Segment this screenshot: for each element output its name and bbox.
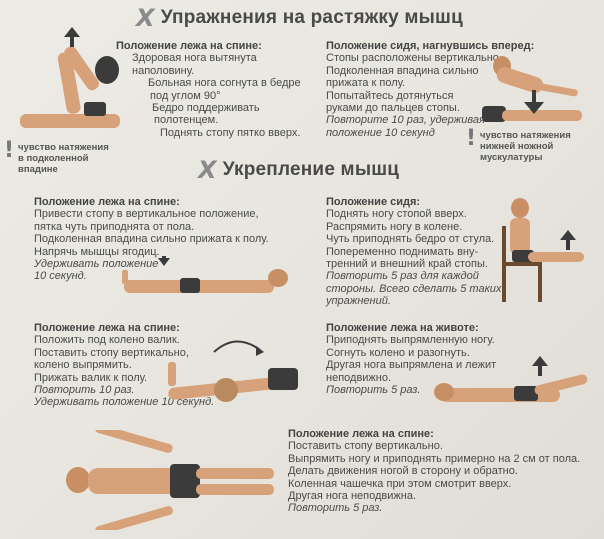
strength3-italic: Повторить 10 раз. <box>34 384 135 397</box>
strength5-line: Коленная чашечка при этом смотрит вверх. <box>288 477 512 490</box>
strength4-line: неподвижно. <box>326 371 392 384</box>
strength5-line: Делать движения ногой в сторону и обратн… <box>288 465 518 478</box>
strength3-line: Положить под колено валик. <box>34 334 180 347</box>
stretch1-line: Бедро поддерживать <box>152 102 260 115</box>
strength2-line: Поднять ногу стопой вверх. <box>326 208 467 221</box>
x-icon: X <box>136 4 155 32</box>
strength5-figure <box>66 430 274 530</box>
stretch2-line: Подколенная впадина сильно <box>326 64 479 77</box>
strength5-line: Поставить стопу вертикально. <box>288 440 443 453</box>
stretch1-warn-line: в подколенной <box>18 153 89 164</box>
stretch1-line: Больная нога согнута в бедре <box>148 77 301 90</box>
stretch2-italic: положение 10 секунд <box>326 126 435 139</box>
strength2-italic: Повторить 5 раз для каждой <box>326 270 479 283</box>
x-icon: X <box>198 156 217 184</box>
stretch2-text: Положение сидя, нагнувшись вперед: Стопы… <box>326 40 534 139</box>
strength3-figure <box>168 340 298 402</box>
stretch-title-text: Упражнения на растяжку мышц <box>160 7 463 28</box>
strength1-text: Положение лежа на спине: Привести стопу … <box>34 196 269 283</box>
strength1-figure <box>122 256 288 293</box>
strength4-line: Приподнять выпрямленную ногу. <box>326 334 495 347</box>
strength4-line: Другая нога выпрямлена и лежит <box>326 359 497 372</box>
strength1-line: Подколенная впадина сильно прижата к пол… <box>34 233 269 246</box>
stretch2-line: Стопы расположены вертикально. <box>326 52 502 65</box>
stretch2-warn-line: мускулатуры <box>480 152 543 163</box>
strength2-line: тренний и внешний край стопы. <box>326 258 488 271</box>
stretch2-line: прижата к полу. <box>326 77 406 90</box>
strength4-head: Положение лежа на животе: <box>326 322 479 334</box>
stretch2-line: Попытайтесь дотянуться <box>326 89 454 102</box>
strength2-line: Распрямить ногу в колене. <box>326 220 463 233</box>
strength5-text: Положение лежа на спине: Поставить стопу… <box>288 428 580 515</box>
stretch2-italic: Повторите 10 раз, удерживая <box>326 114 485 127</box>
strength2-italic: стороны. Всего сделать 5 таких <box>326 282 502 295</box>
strength5-italic: Повторить 5 раз. <box>288 502 383 515</box>
strength3-line: колено выпрямить. <box>34 359 132 372</box>
strength2-head: Положение сидя: <box>326 196 421 208</box>
strength5-head: Положение лежа на спине: <box>288 428 434 440</box>
strength2-italic: упражнений. <box>326 295 391 308</box>
strength-section-title: X Укрепление мышц <box>198 156 399 184</box>
stretch2-warn-line: нижней ножной <box>480 141 554 152</box>
strength3-line: Поставить стопу вертикально, <box>34 346 189 359</box>
strength3-text: Положение лежа на спине: Положить под ко… <box>34 322 214 409</box>
strength1-head: Положение лежа на спине: <box>34 196 180 208</box>
stretch-section-title: X Упражнения на растяжку мышц <box>136 4 463 32</box>
strength1-line: Напрячь мышцы ягодиц. <box>34 245 160 258</box>
strength2-figure <box>502 198 584 302</box>
stretch1-text: Положение лежа на спине: Здоровая нога в… <box>116 40 301 139</box>
strength3-italic: Удерживать положение 10 секунд. <box>34 396 215 409</box>
strength1-italic: 10 секунд. <box>34 270 87 283</box>
strength2-line: Чуть приподнять бедро от стула. <box>326 233 495 246</box>
strength1-line: пятка чуть приподнята от пола. <box>34 220 195 233</box>
stretch1-line: наполовину. <box>132 64 195 77</box>
strength3-head: Положение лежа на спине: <box>34 322 180 334</box>
stretch2-line: руками до пальцев стопы. <box>326 102 460 115</box>
strength2-line: Попеременно поднимать вну- <box>326 245 479 258</box>
strength4-figure <box>434 356 588 402</box>
strength5-line: Другая нога неподвижна. <box>288 490 417 503</box>
warning-icon: ! <box>4 138 15 163</box>
strength2-text: Положение сидя: Поднять ногу стопой ввер… <box>326 196 501 308</box>
stretch1-warning: ! чувство натяжения в подколенной впадин… <box>4 138 109 176</box>
stretch2-warning: ! чувство натяжения нижней ножной мускул… <box>466 126 571 164</box>
strength4-line: Согнуть колено и разогнуть. <box>326 346 470 359</box>
strength1-italic: Удерживать положение <box>34 258 159 271</box>
warning-icon: ! <box>466 126 477 151</box>
stretch1-head: Положение лежа на спине: <box>116 40 262 52</box>
stretch1-line: полотенцем. <box>154 114 219 127</box>
stretch1-line: Здоровая нога вытянута <box>132 52 257 65</box>
stretch2-figure <box>482 56 582 122</box>
stretch1-line: Поднять стопу пятко вверх. <box>160 126 301 139</box>
stretch1-warn-line: чувство натяжения <box>18 142 109 153</box>
strength4-text: Положение лежа на животе: Приподнять вып… <box>326 322 496 396</box>
strength4-italic: Повторить 5 раз. <box>326 384 421 397</box>
stretch2-warn-line: чувство натяжения <box>480 130 571 141</box>
stretch1-line: под углом 90° <box>150 89 221 102</box>
stretch1-figure <box>20 27 120 128</box>
stretch2-head: Положение сидя, нагнувшись вперед: <box>326 40 535 52</box>
stretch1-warn-line: впадине <box>18 164 58 175</box>
strength3-line: Прижать валик к полу. <box>34 371 148 384</box>
strength1-line: Привести стопу в вертикальное положение, <box>34 208 259 221</box>
strength-title-text: Укрепление мышц <box>222 159 400 180</box>
strength5-line: Выпрямить ногу и приподнять примерно на … <box>288 452 581 465</box>
